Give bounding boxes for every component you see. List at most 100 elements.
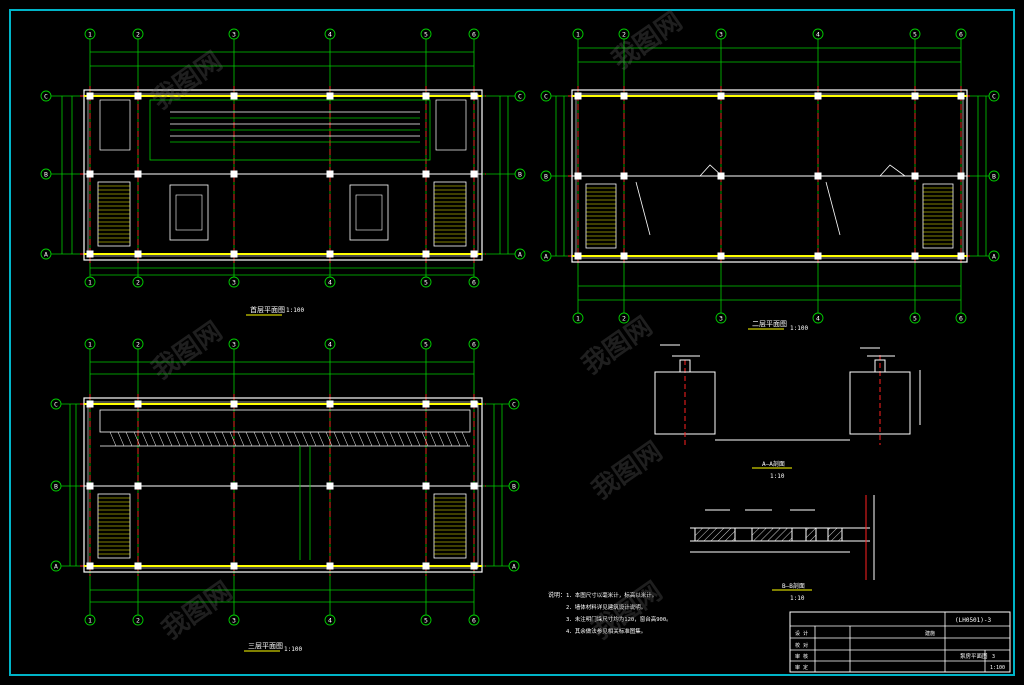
column: [230, 170, 238, 178]
axis-bubble: [514, 248, 526, 260]
axis-bubble: [988, 90, 1000, 102]
axis-label-6: 6: [472, 341, 476, 349]
column: [326, 250, 334, 258]
pump-base: [175, 194, 203, 231]
column: [326, 92, 334, 100]
column: [134, 400, 142, 408]
axis-bubble: [468, 338, 480, 350]
column: [574, 172, 582, 180]
axis-bubble: [508, 398, 520, 410]
column: [470, 92, 478, 100]
axis-bubble: [228, 614, 240, 626]
axis-label-B: B: [512, 483, 516, 491]
column: [134, 562, 142, 570]
axis-bubble: [540, 250, 552, 262]
truss-member: [309, 431, 317, 447]
axis-label-C: C: [544, 93, 548, 101]
axis-label-4: 4: [816, 315, 820, 323]
axis-bubble: [715, 28, 727, 40]
column: [620, 252, 628, 260]
axis-bubble: [324, 338, 336, 350]
title-block-row-2: 校 对: [795, 642, 808, 649]
truss-member: [397, 431, 405, 447]
axis-label-B: B: [54, 483, 58, 491]
truss-member: [173, 431, 181, 447]
column: [717, 172, 725, 180]
axis-label-A: A: [544, 253, 548, 261]
title-block-sheet-label: 建施: [925, 630, 935, 637]
title-block-row-1: 设 计: [795, 630, 808, 637]
axis-bubble: [572, 312, 584, 324]
pump-unit: [349, 184, 389, 241]
column: [230, 250, 238, 258]
column: [422, 92, 430, 100]
truss-member: [261, 431, 269, 447]
axis-label-C: C: [992, 93, 996, 101]
axis-bubble: [540, 170, 552, 182]
truss-member: [421, 431, 429, 447]
truss-member: [285, 431, 293, 447]
title-block-scale: 1:100: [990, 665, 1005, 671]
truss-member: [109, 431, 117, 447]
axis-label-A: A: [512, 563, 516, 571]
axis-bubble: [40, 168, 52, 180]
axis-label-6: 6: [959, 315, 963, 323]
truss-member: [453, 431, 461, 447]
section-b-b-title: B—B剖面: [782, 582, 805, 590]
axis-label-1: 1: [576, 315, 580, 323]
axis-bubble: [508, 560, 520, 572]
axis-label-C: C: [44, 93, 48, 101]
pump-room: [149, 99, 431, 161]
column: [470, 250, 478, 258]
truss-member: [245, 431, 253, 447]
truss-member: [125, 431, 133, 447]
column: [470, 482, 478, 490]
truss-member: [277, 431, 285, 447]
axis-label-4: 4: [328, 31, 332, 39]
axis-bubble: [40, 90, 52, 102]
axis-bubble: [508, 480, 520, 492]
axis-bubble: [812, 28, 824, 40]
axis-label-A: A: [518, 251, 522, 259]
truss-member: [349, 431, 357, 447]
truss-member: [301, 431, 309, 447]
axis-label-1: 1: [576, 31, 580, 39]
column: [86, 400, 94, 408]
axis-bubble: [618, 28, 630, 40]
truss-member: [149, 431, 157, 447]
truss-member: [197, 431, 205, 447]
column: [911, 252, 919, 260]
axis-bubble: [572, 28, 584, 40]
column: [574, 252, 582, 260]
truss-member: [205, 431, 213, 447]
plan-bottom-left-scale: 1:100: [284, 646, 302, 653]
axis-label-B: B: [44, 171, 48, 179]
axis-bubble: [468, 614, 480, 626]
section-b-b: [690, 495, 875, 580]
axis-label-4: 4: [328, 617, 332, 625]
axis-label-3: 3: [232, 341, 236, 349]
column: [717, 92, 725, 100]
column: [134, 170, 142, 178]
title-block-drawing-no: (LH0501)-3: [955, 617, 992, 624]
truss-member: [405, 431, 413, 447]
column: [470, 400, 478, 408]
axis-bubble: [988, 250, 1000, 262]
axis-label-6: 6: [472, 617, 476, 625]
truss-member: [229, 431, 237, 447]
column: [86, 482, 94, 490]
axis-bubble: [955, 28, 967, 40]
pump-unit: [169, 184, 209, 241]
column: [230, 482, 238, 490]
column: [814, 172, 822, 180]
truss-member: [389, 431, 397, 447]
axis-label-2: 2: [622, 315, 626, 323]
section-b-b-scale: 1:10: [790, 595, 805, 602]
column: [134, 482, 142, 490]
column: [230, 92, 238, 100]
axis-bubble: [909, 312, 921, 324]
axis-label-A: A: [54, 563, 58, 571]
